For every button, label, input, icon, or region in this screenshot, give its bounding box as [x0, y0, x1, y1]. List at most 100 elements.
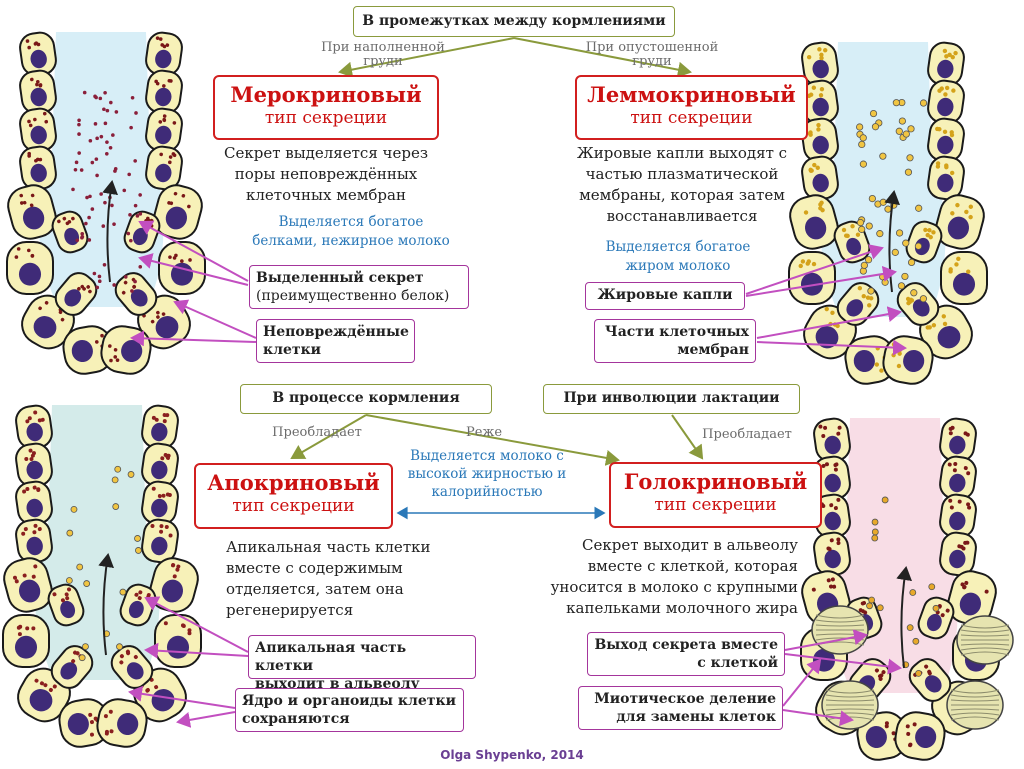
during-feeding-box: В процессе кормления [240, 384, 492, 414]
nucleus [926, 613, 942, 632]
secretion-droplet [909, 589, 917, 596]
secretion-droplet [892, 99, 900, 107]
nucleus [30, 163, 47, 183]
nucleus [117, 712, 139, 736]
nucleus [949, 511, 966, 531]
secretion-droplet [77, 151, 81, 155]
secretion-droplet [99, 192, 103, 196]
nucleus [166, 635, 190, 659]
secretion-droplet [860, 261, 868, 269]
epithelial-cell [15, 518, 53, 564]
secretion-droplet [906, 154, 914, 162]
secretion-droplet [907, 258, 916, 266]
secretion-droplet [112, 503, 120, 510]
nucleus [815, 326, 839, 349]
secretion-droplet [907, 125, 915, 133]
secretion-droplet [138, 265, 143, 269]
secretion-droplet [895, 127, 903, 135]
epithelial-cell [788, 251, 836, 305]
nucleus [937, 97, 954, 117]
epithelial-cell [149, 557, 199, 613]
secretion-droplet [80, 231, 85, 236]
nucleus [151, 422, 168, 442]
epithelial-cell [927, 155, 965, 201]
secretion-droplet [928, 583, 936, 591]
nucleus [26, 498, 43, 518]
epithelial-cell [19, 69, 57, 115]
secretion-droplet [102, 262, 107, 267]
secretion-droplet [868, 596, 876, 604]
secretion-droplet [915, 204, 923, 212]
secretion-droplet [129, 125, 133, 130]
secretion-droplet [910, 289, 918, 297]
secretion-droplet [932, 604, 940, 612]
nucleus [67, 712, 89, 736]
secretion-droplet [129, 238, 133, 243]
mitotic-cell [821, 680, 879, 730]
secretion-droplet [90, 207, 95, 211]
secretion-droplet [103, 90, 107, 95]
secretion-droplet [98, 96, 103, 101]
nucleus [812, 59, 829, 79]
nucleus [155, 87, 172, 107]
secretion-droplet [902, 130, 910, 138]
secretion-droplet [914, 242, 923, 250]
secretion-droplet [122, 188, 127, 193]
nucleus [14, 635, 38, 659]
lemmocrine-title: Леммокриновый [587, 82, 796, 107]
epithelial-cell [96, 698, 148, 748]
nucleus [26, 536, 43, 556]
lemmocrine-label-fat-drops: Жировые капли [585, 282, 745, 310]
nucleus [824, 435, 841, 455]
pointer-apocrine-nucleus-2 [176, 711, 236, 728]
merocrine-title: Мерокриновый [230, 82, 422, 107]
secretion-droplet [101, 224, 106, 228]
pointer-holocrine-exit-2 [784, 653, 902, 675]
epithelial-cell [917, 596, 955, 640]
nucleus [915, 725, 937, 749]
epithelial-cell [145, 145, 183, 191]
secretion-droplet [871, 528, 879, 536]
nucleus [804, 216, 827, 240]
flow-arrow [896, 566, 913, 669]
secretion-droplet [97, 274, 102, 279]
secretion-droplet [128, 213, 132, 217]
epithelial-cell [15, 480, 53, 526]
secretion-droplet [134, 111, 138, 115]
secretion-droplet [906, 624, 914, 632]
epithelial-cell [927, 117, 965, 163]
nucleus [800, 272, 824, 296]
epithelial-cell [927, 41, 965, 87]
secretion-droplet [904, 168, 913, 176]
connector-involution-to-holocrine [671, 414, 704, 460]
nucleus [60, 662, 78, 680]
pointer-merocrine-cells-2 [130, 330, 257, 347]
pointer-lemmocrine-fat-2 [745, 266, 897, 297]
nucleus [824, 549, 841, 569]
epithelial-cell [939, 531, 977, 577]
secretion-droplet [869, 109, 878, 118]
pointer-merocrine-secreted-1 [138, 220, 249, 282]
secretion-droplet [94, 95, 98, 100]
connector-feeding-to-apocrine [290, 414, 367, 460]
apocrine-subtitle: тип секреции [232, 496, 355, 516]
secretion-droplet [77, 122, 81, 127]
secretion-droplet [135, 547, 142, 554]
epithelial-cell [927, 79, 965, 125]
epithelial-cell [58, 698, 110, 748]
epithelial-cell [145, 107, 183, 153]
secretion-droplet [87, 238, 92, 242]
secretion-droplet [867, 287, 875, 295]
nucleus [64, 227, 80, 246]
merocrine-subtitle: тип секреции [264, 108, 388, 128]
secretion-droplet [864, 256, 873, 264]
secretion-droplet [97, 279, 102, 283]
epithelial-cell [801, 155, 839, 201]
secretion-droplet [111, 476, 119, 484]
alveolus-lumen [34, 405, 160, 680]
